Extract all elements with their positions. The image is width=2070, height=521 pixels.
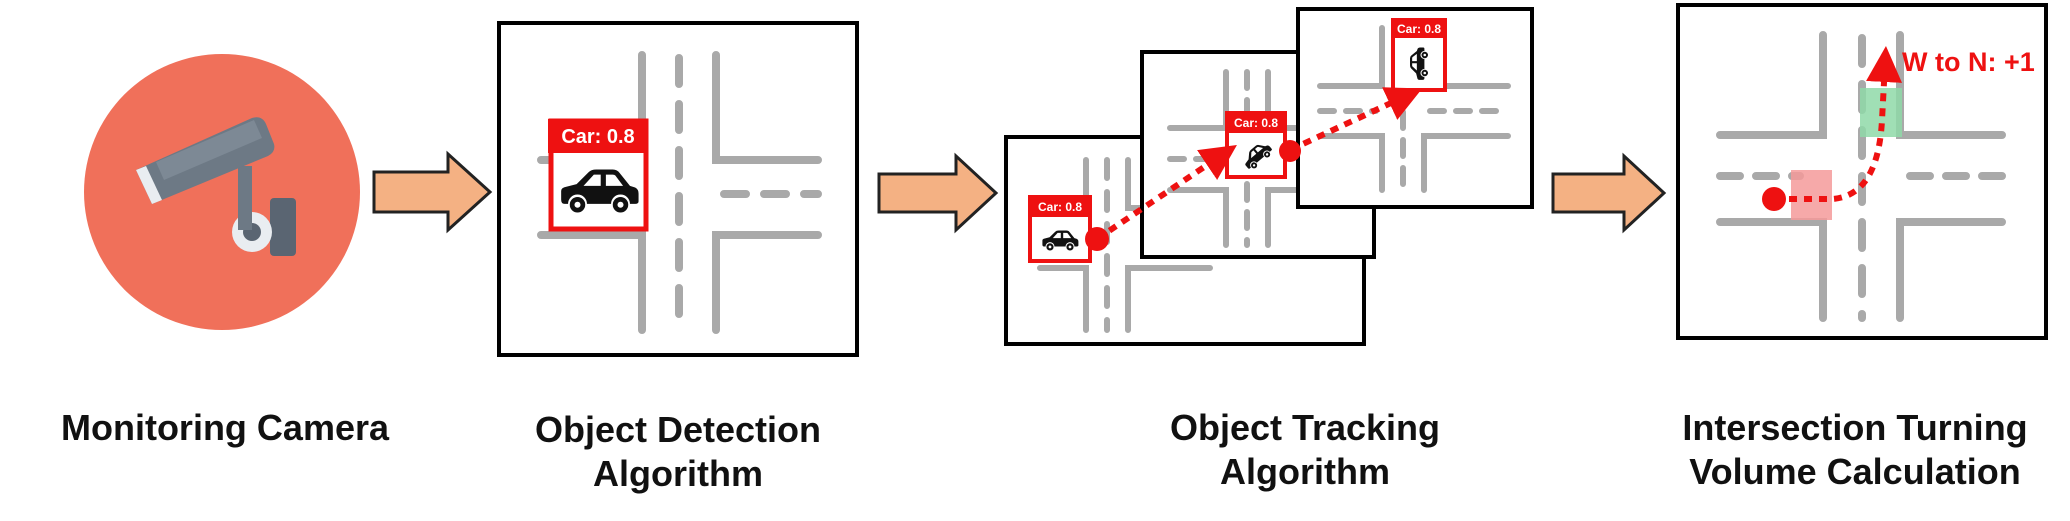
turning-start-point [1762,187,1786,211]
camera-circle [84,54,360,330]
caption-monitoring-camera: Monitoring Camera [30,406,420,450]
caption-line: Volume Calculation [1689,451,2021,492]
caption-line: Object Tracking [1169,407,1441,448]
caption-line: Monitoring Camera [60,407,390,448]
tracking-frame-3: Car: 0.8 [1296,7,1534,209]
detection-label-bg [548,119,648,153]
detection-stage: Car: 0.8 [497,21,859,357]
tracking-label-2: Car: 0.8 [1234,116,1278,130]
flow-arrow-2 [877,152,999,234]
tracking-label-3: Car: 0.8 [1397,22,1441,36]
tracking-trajectory-2 [1288,87,1423,153]
flow-arrow-1 [372,150,493,234]
flow-arrow-3 [1551,152,1667,234]
caption-object-detection: Object Detection Algorithm [478,408,878,496]
tracking-trajectory-1 [1095,144,1237,242]
caption-line: Intersection Turning [1682,407,2028,448]
tracking-stage: Car: 0.8 Car: 0.8 [1004,7,1534,346]
caption-turning-volume: Intersection Turning Volume Calculation [1640,406,2070,494]
detection-label: Car: 0.8 [561,126,634,148]
caption-line: Algorithm [593,453,763,494]
caption-line: Object Detection [534,409,822,450]
entry-zone-west [1791,170,1832,220]
track-point-1 [1085,227,1109,251]
track-point-2 [1279,140,1301,162]
tracking-label-1: Car: 0.8 [1038,200,1082,214]
security-camera-icon [136,117,296,256]
caption-line: Algorithm [1220,451,1390,492]
caption-object-tracking: Object Tracking Algorithm [1105,406,1505,494]
camera-stage [84,54,360,330]
turning-count-label: W to N: +1 [1902,47,2035,77]
turning-trajectory [1774,46,1903,202]
turning-stage: W to N: +1 [1676,3,2048,340]
